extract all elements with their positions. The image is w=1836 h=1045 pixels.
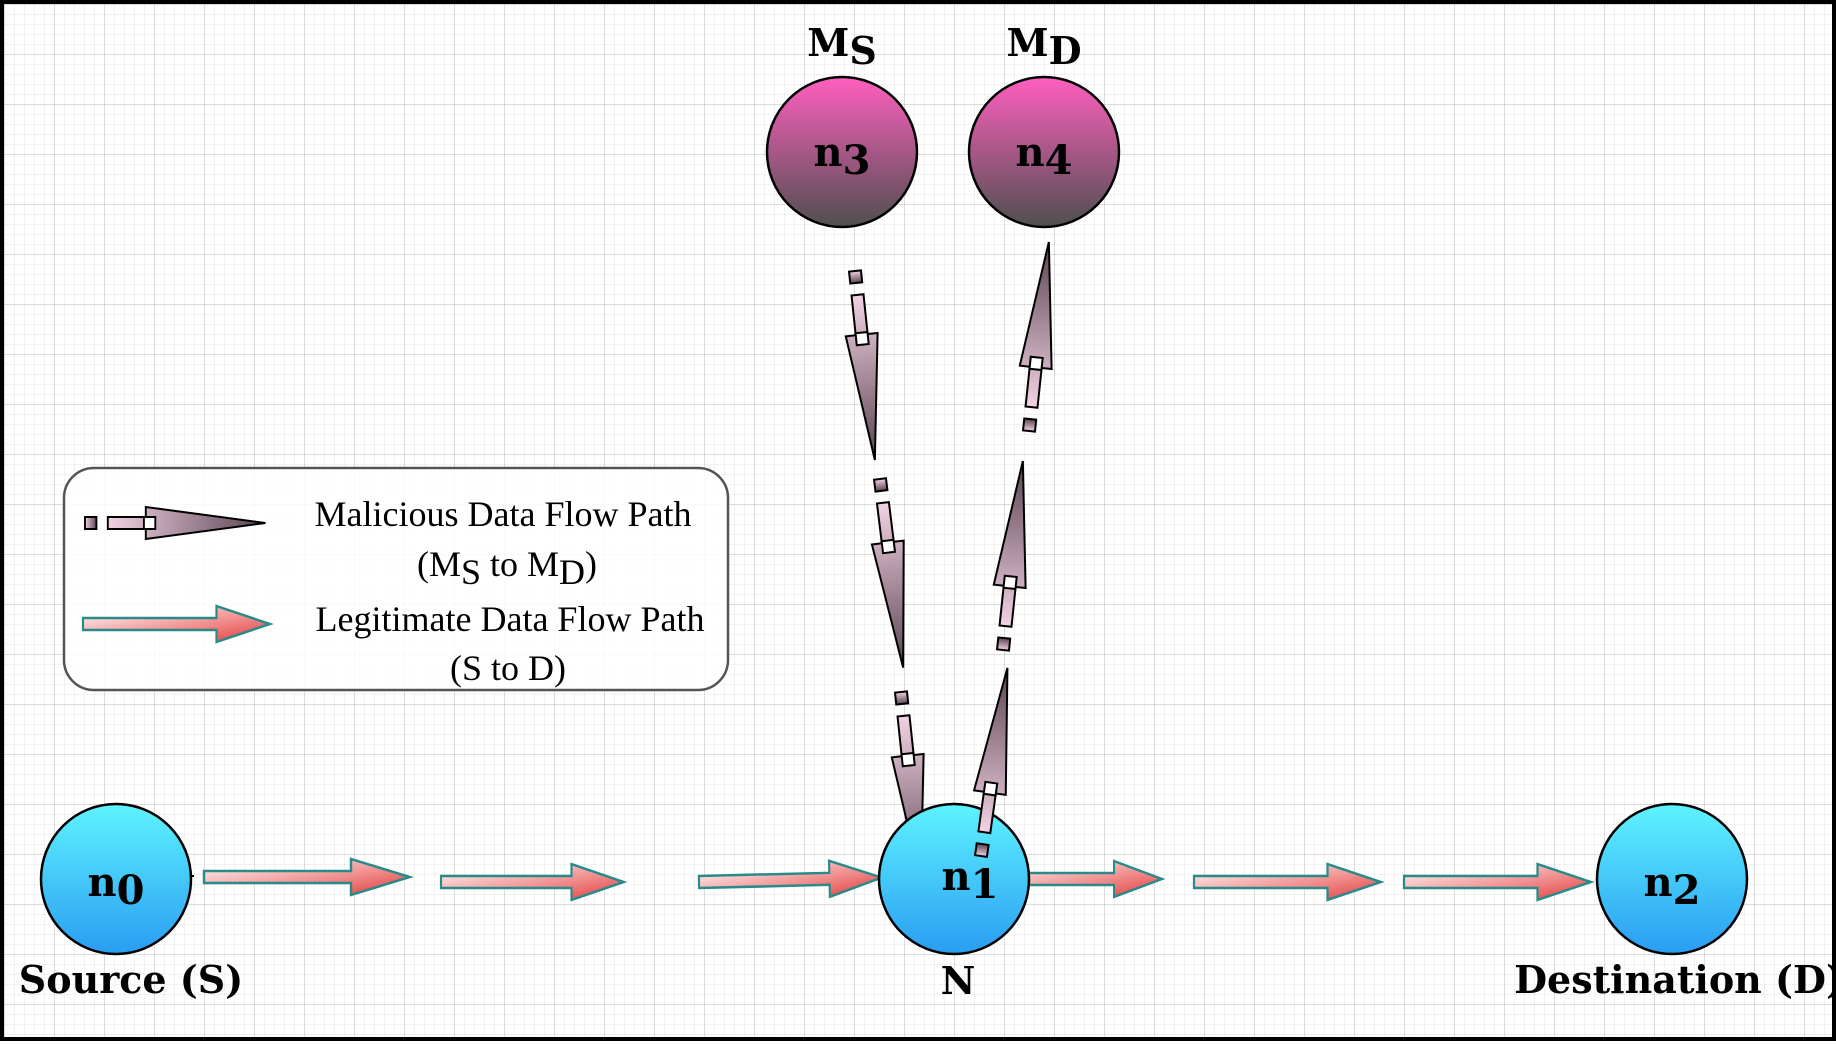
legend: Malicious Data Flow Path (MS to MD) Legi… [62,466,730,692]
node-n0-label: n0 [88,859,145,914]
node-n0: n0 Source (S) [19,802,243,1002]
legit-arrow-3 [697,858,884,902]
legend-legitimate-line1: Legitimate Data Flow Path [316,599,705,639]
malicious-flow-arrows [838,268,938,884]
n-caption: N [941,958,976,1003]
node-n3: MS n3 [765,20,919,229]
network-diagram: n0 Source (S) n2 Destination (D) MS n3 M… [19,20,1836,1003]
node-n4-label: n4 [1016,129,1073,184]
node-n2: n2 Destination (D) [1514,802,1836,1002]
legend-malicious-line1: Malicious Data Flow Path [315,494,692,534]
node-n3-role: MS [807,20,877,73]
legend-legitimate-line2: (S to D) [450,648,566,688]
node-n1-label: n1 [942,853,999,908]
legend-malicious-line2: (MS to MD) [417,544,597,592]
node-n4: MD n4 [967,20,1121,229]
malicious-flow-arrows-up [964,239,1066,860]
mal-arrow-down-2 [863,476,921,671]
destination-caption: Destination (D) [1514,957,1836,1002]
node-n3-label: n3 [814,129,871,184]
mal-arrow-up-3 [1012,239,1066,434]
source-caption: Source (S) [19,957,243,1002]
legit-arrow-6 [1402,862,1593,902]
mal-arrow-up-2 [986,458,1040,653]
node-n1: n1 N [877,802,1031,1003]
node-n4-role: MD [1006,20,1081,73]
mal-arrow-down-1 [838,268,892,463]
node-n2-label: n2 [1644,859,1701,914]
legit-arrow-5 [1192,862,1383,902]
legit-arrow-1 [202,857,412,897]
legit-arrow-2 [439,862,625,902]
